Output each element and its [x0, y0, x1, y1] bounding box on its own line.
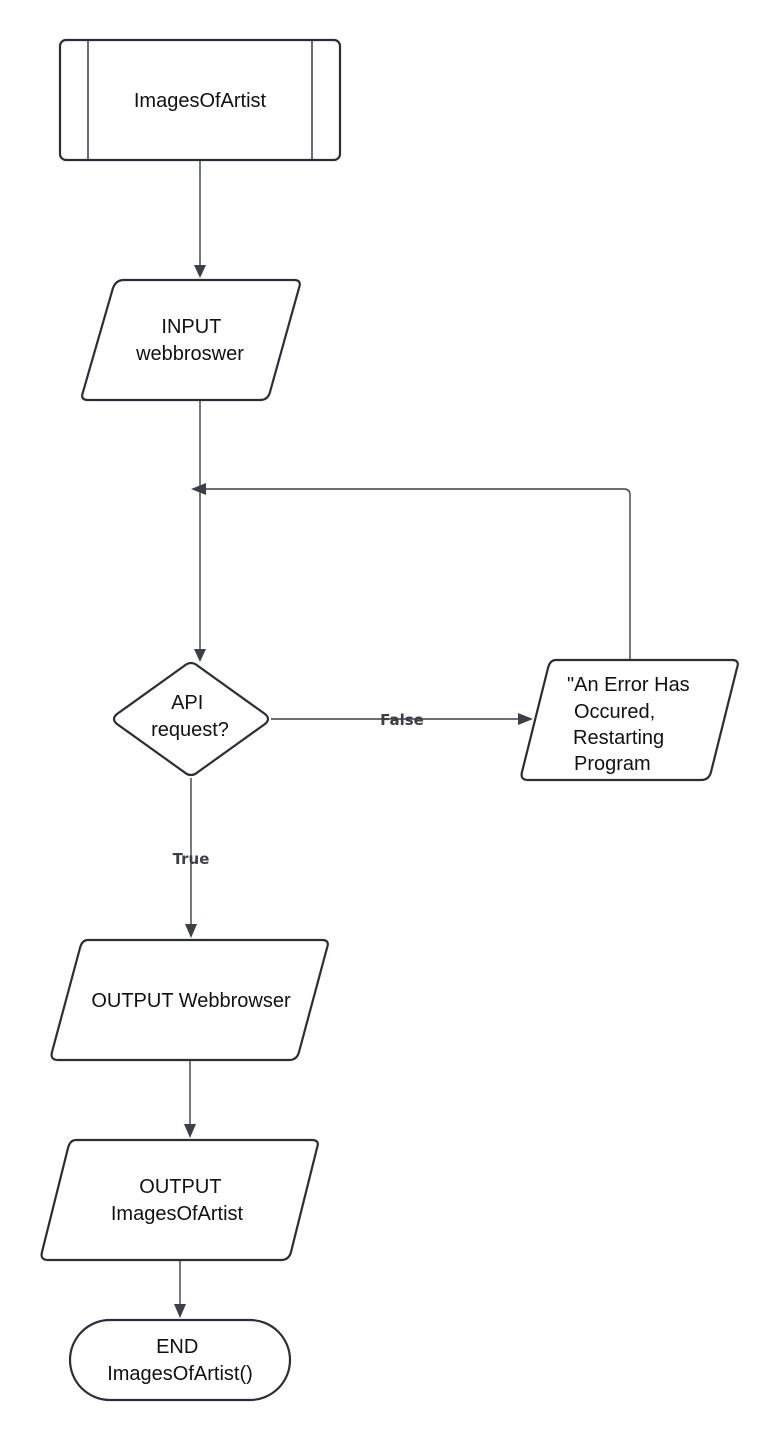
- error-message-line-3: Restarting: [573, 727, 664, 749]
- arrowhead-output-webbrowser: [185, 924, 197, 938]
- error-message-node: "An Error Has Occured, Restarting Progra…: [520, 658, 739, 782]
- output-images-text: OUTPUT ImagesOfArtist: [111, 1176, 244, 1225]
- start-node-shape: [58, 38, 342, 162]
- output-webbrowser-shape: [50, 938, 329, 1062]
- error-message-line-1: "An Error Has: [567, 674, 690, 696]
- connector-error-loop-back: [203, 488, 631, 660]
- input-webbrowser-node: INPUT webbroswer: [81, 278, 301, 402]
- start-node-line-1: ImagesOfArtist: [134, 90, 267, 112]
- error-message-text: "An Error Has Occured, Restarting Progra…: [567, 674, 695, 775]
- input-webbrowser-line-2: webbroswer: [135, 343, 244, 365]
- input-webbrowser-line-1: INPUT: [161, 316, 221, 338]
- output-images-line-2: ImagesOfArtist: [111, 1203, 244, 1225]
- error-message-shape: [520, 658, 739, 782]
- api-request-line-2: request?: [151, 719, 229, 741]
- arrowhead-decision: [194, 649, 206, 662]
- end-node-line-1: END: [156, 1336, 198, 1358]
- api-request-decision-node: API request?: [112, 661, 270, 777]
- edge-label-false: False: [380, 711, 424, 729]
- arrowhead-input: [194, 265, 206, 278]
- api-request-line-1: API: [171, 692, 203, 714]
- start-node: ImagesOfArtist: [58, 38, 342, 162]
- error-message-line-4: Program: [574, 753, 651, 775]
- arrowhead-end: [174, 1304, 186, 1318]
- arrowhead-error: [518, 713, 533, 725]
- input-webbrowser-shape: [81, 278, 301, 402]
- api-request-decision-shape: [112, 661, 270, 777]
- output-webbrowser-line-1: OUTPUT Webbrowser: [91, 990, 291, 1012]
- connectors: [174, 160, 631, 1318]
- output-images-shape: [40, 1138, 319, 1262]
- output-webbrowser-node: OUTPUT Webbrowser: [50, 938, 329, 1062]
- edge-label-true: True: [173, 850, 210, 868]
- start-node-text: ImagesOfArtist: [134, 90, 267, 112]
- end-node-shape: [68, 1318, 292, 1402]
- arrowhead-loop-back: [191, 483, 206, 495]
- arrowhead-output-images: [184, 1124, 196, 1138]
- end-node-text: END ImagesOfArtist(): [107, 1336, 253, 1385]
- output-webbrowser-text: OUTPUT Webbrowser: [91, 990, 291, 1012]
- api-request-decision-text: API request?: [151, 692, 229, 741]
- error-message-line-2: Occured,: [574, 701, 655, 723]
- end-node: END ImagesOfArtist(): [68, 1318, 292, 1402]
- input-webbrowser-text: INPUT webbroswer: [135, 316, 244, 365]
- end-node-line-2: ImagesOfArtist(): [107, 1363, 253, 1385]
- output-images-line-1: OUTPUT: [139, 1176, 221, 1198]
- output-images-node: OUTPUT ImagesOfArtist: [40, 1138, 319, 1262]
